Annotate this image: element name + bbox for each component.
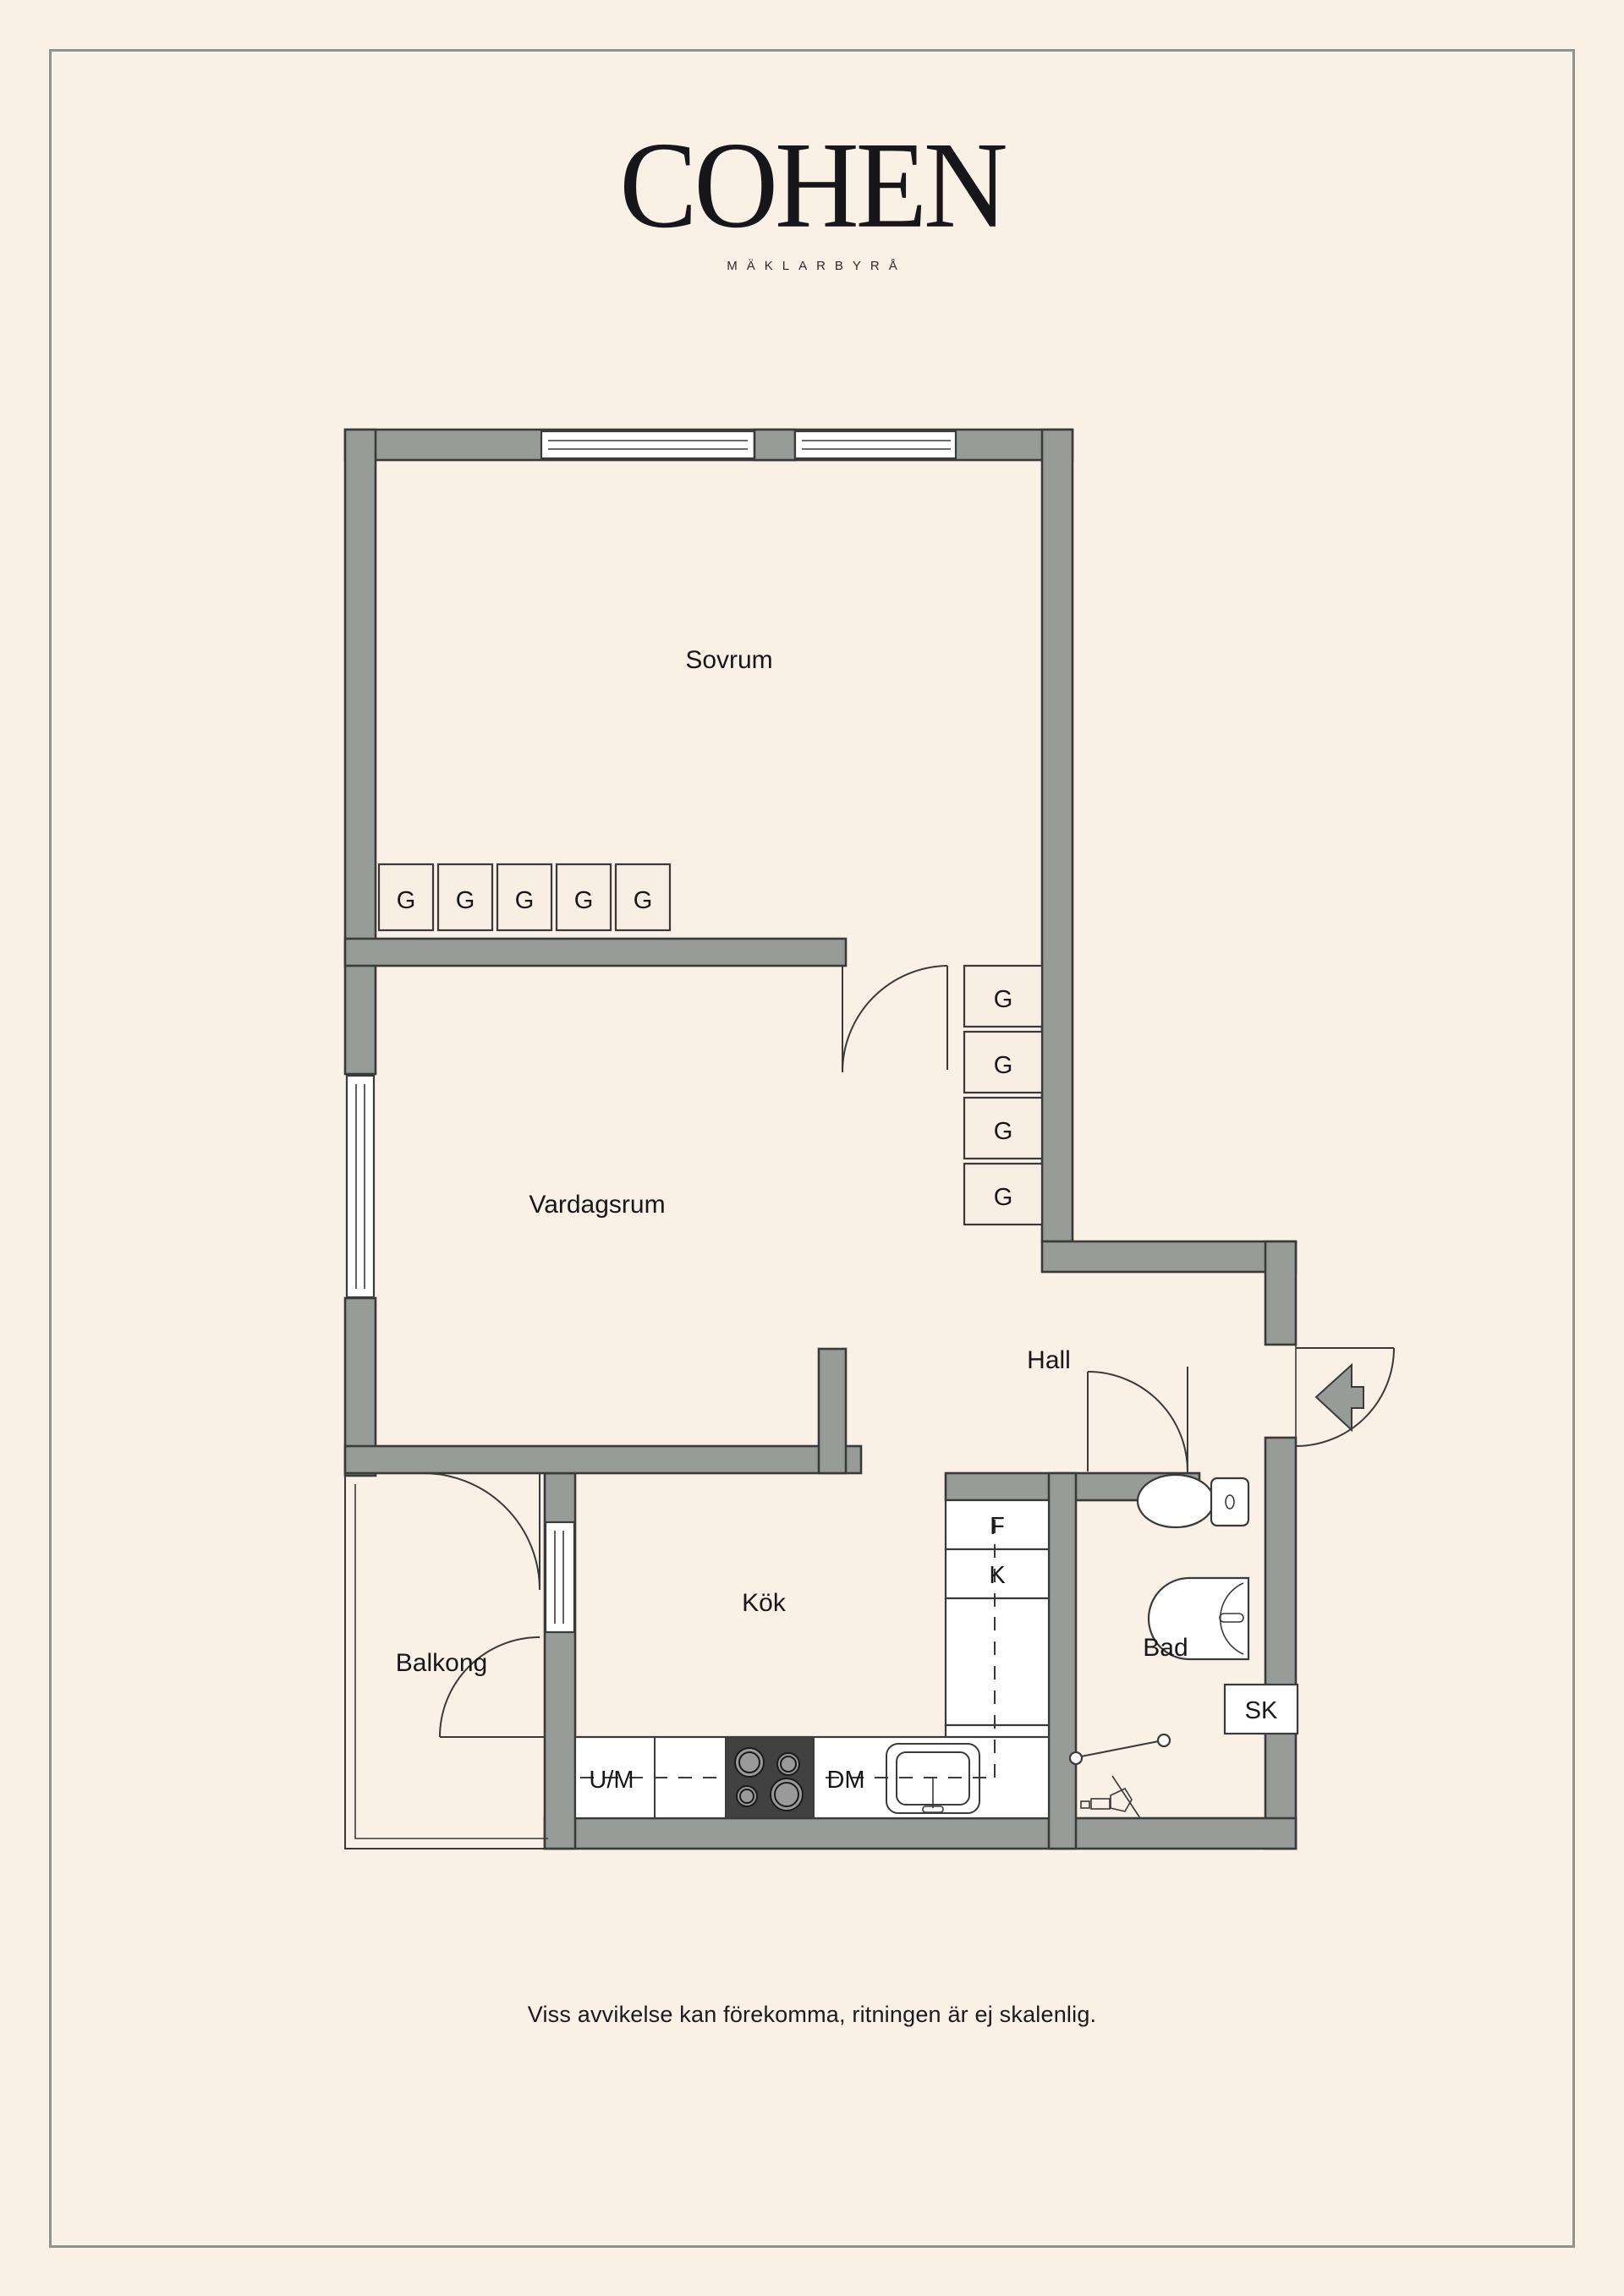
wardrobe-label: G	[456, 887, 475, 914]
bedroom-door	[842, 965, 948, 1073]
bath-cabinet-label: SK	[1245, 1697, 1278, 1724]
kitchen-sink-fixture	[886, 1743, 980, 1814]
room-label-hall: Hall	[1027, 1346, 1071, 1374]
kitchen-window	[544, 1521, 576, 1634]
room-label-balkong: Balkong	[396, 1649, 487, 1677]
wall-living-hall-stub	[817, 1347, 848, 1475]
toilet-fixture	[1136, 1473, 1250, 1529]
wall-bedroom-partition	[343, 937, 848, 967]
appliance-label-washer-dryer: U/M	[589, 1767, 634, 1794]
room-label-vardagsrum: Vardagsrum	[529, 1191, 665, 1219]
wardrobe-box	[963, 1030, 1044, 1094]
livingroom-window	[345, 1074, 376, 1299]
wardrobe-label: G	[994, 1052, 1013, 1079]
washbasin-fixture	[1147, 1576, 1250, 1661]
floor-drain-fixture	[1080, 1775, 1141, 1819]
wardrobe-label: G	[515, 887, 535, 914]
brand-wordmark: COHEN	[619, 116, 1007, 254]
appliance-label-freezer: F	[990, 1513, 1005, 1540]
wardrobe-label: G	[994, 986, 1013, 1013]
wardrobe-box	[496, 863, 553, 932]
wall-living-kitchen	[343, 1444, 863, 1475]
bedroom-window-left	[540, 430, 756, 460]
wardrobe-label: G	[634, 887, 653, 914]
wardrobe-label: G	[994, 1118, 1013, 1145]
wall-right-lower	[1264, 1240, 1298, 1346]
window-mullion	[753, 428, 797, 462]
wall-hall-jog-h	[1040, 1240, 1298, 1274]
wardrobe-box	[436, 863, 494, 932]
shower-rail-fixture	[1068, 1733, 1171, 1766]
brand-tagline: MÄKLARBYRÅ	[727, 259, 907, 273]
room-label-sovrum: Sovrum	[685, 646, 772, 674]
wardrobe-box	[377, 863, 435, 932]
appliance-label-dishwasher: DM	[826, 1767, 864, 1794]
room-label-kok: Kök	[742, 1589, 787, 1617]
entrance-direction-arrow	[1314, 1362, 1364, 1433]
wardrobe-label: G	[397, 887, 416, 914]
wall-right-bathroom	[1264, 1436, 1298, 1850]
room-floor-fills	[345, 430, 1301, 1876]
wardrobe-label: G	[994, 1184, 1013, 1211]
balcony-outline	[344, 1476, 548, 1849]
stove-cooktop-fixture	[725, 1736, 815, 1819]
room-label-bad: Bad	[1143, 1634, 1188, 1662]
bedroom-window-right	[793, 430, 957, 460]
brand-logo: COHEN MÄKLARBYRÅ	[0, 123, 1624, 273]
wardrobe-box	[614, 863, 672, 932]
entrance-door	[1295, 1319, 1395, 1456]
wall-right-upper	[1040, 428, 1074, 1243]
wall-bottom	[543, 1817, 1298, 1850]
balcony-outer-door	[439, 1636, 545, 1738]
bath-cabinet-sk	[1223, 1683, 1299, 1735]
wardrobe-column-hall: G G G G	[963, 964, 1044, 1226]
disclaimer-note: Viss avvikelse kan förekomma, ritningen …	[527, 2002, 1097, 2027]
wardrobe-label: G	[574, 887, 594, 914]
balcony-inner-door	[422, 1472, 540, 1591]
wardrobe-box	[555, 863, 612, 932]
wardrobe-box	[963, 1162, 1044, 1226]
appliance-label-fridge: K	[989, 1562, 1006, 1589]
wall-left-upper	[343, 428, 377, 1076]
wardrobe-box	[963, 964, 1044, 1028]
wardrobe-box	[963, 1096, 1044, 1160]
wall-kitchen-bath	[1047, 1471, 1078, 1850]
bathroom-door	[1087, 1367, 1188, 1473]
appliance-label-group: FK U/M DM SK	[589, 1513, 1278, 1794]
